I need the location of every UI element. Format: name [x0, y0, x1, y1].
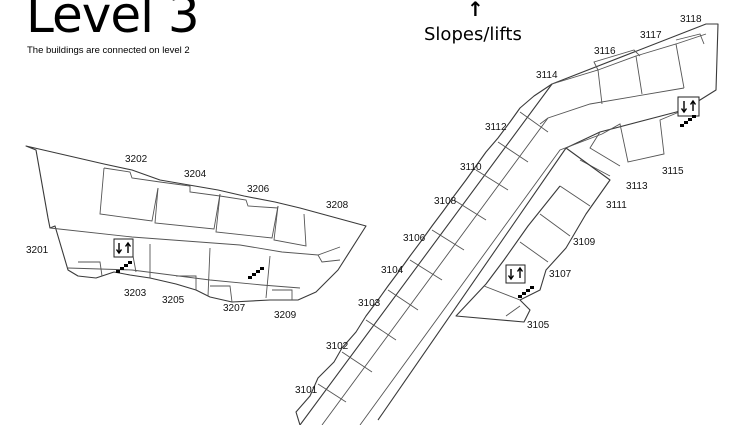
slopes-lifts-label: Slopes/lifts [424, 24, 522, 45]
unit-label: 3208 [326, 200, 349, 211]
stairs-icon [518, 286, 534, 298]
unit-label: 3108 [434, 196, 457, 207]
right-building: 3101 3102 3103 3104 3105 3106 3107 3108 … [295, 14, 719, 425]
stairs-icon [248, 267, 264, 279]
unit-label: 3114 [536, 70, 558, 81]
elevator-icon [677, 96, 700, 117]
unit-label: 3115 [662, 166, 684, 177]
unit-label: 3204 [184, 169, 207, 180]
unit-label: 3113 [626, 181, 648, 192]
unit-label: 3201 [26, 245, 49, 256]
unit-label: 3205 [162, 295, 185, 306]
unit-label: 3112 [485, 122, 507, 133]
unit-label: 3207 [223, 303, 246, 314]
page-subtitle: The buildings are connected on level 2 [27, 45, 190, 56]
stairs-icon [116, 261, 132, 273]
unit-label: 3102 [326, 341, 349, 352]
page-title: Level 3 [26, 0, 200, 44]
unit-label: 3106 [403, 233, 426, 244]
left-building: 3201 3202 3203 3204 3205 3206 3207 3208 … [25, 145, 367, 321]
unit-label: 3104 [381, 265, 404, 276]
unit-label: 3118 [680, 14, 702, 25]
stairs-icon [680, 115, 696, 127]
unit-label: 3203 [124, 288, 147, 299]
elevator-icon [113, 238, 134, 258]
unit-label: 3103 [358, 298, 381, 309]
unit-label: 3117 [640, 30, 662, 41]
arrow-up-icon: ↑ [467, 0, 484, 21]
unit-label: 3110 [460, 162, 482, 173]
unit-label: 3105 [527, 320, 550, 331]
unit-label: 3107 [549, 269, 572, 280]
unit-label: 3202 [125, 154, 148, 165]
elevator-icon [505, 264, 526, 284]
unit-label: 3101 [295, 385, 318, 396]
unit-label: 3109 [573, 237, 596, 248]
unit-label: 3206 [247, 184, 270, 195]
unit-label: 3111 [606, 200, 627, 211]
unit-label: 3209 [274, 310, 297, 321]
unit-label: 3116 [594, 46, 616, 57]
